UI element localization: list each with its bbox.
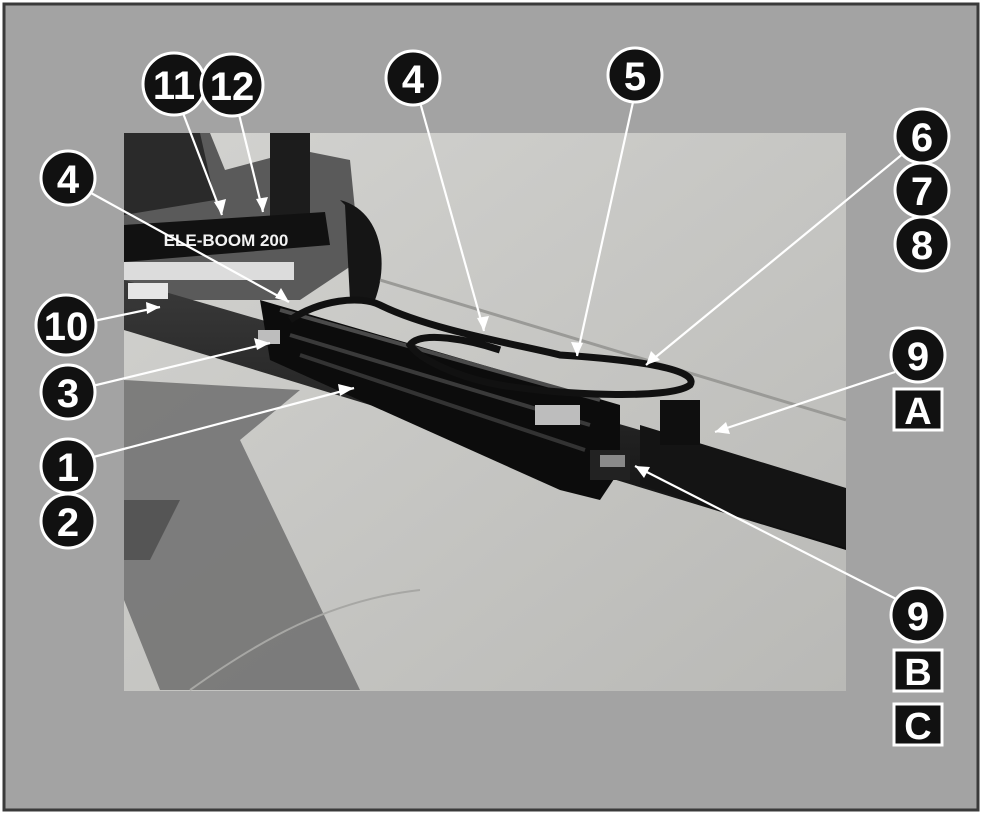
boom-model-label: ELE-BOOM 200 bbox=[164, 231, 289, 250]
callout-1: 1 bbox=[39, 437, 97, 495]
callout-2: 2 bbox=[39, 492, 97, 550]
callout-6-label: 6 bbox=[911, 116, 933, 160]
callout-6: 6 bbox=[893, 107, 951, 165]
boom-photo: ELE-BOOM 200 bbox=[124, 133, 847, 691]
callout-letter-b-label: B bbox=[904, 652, 931, 694]
callout-10: 10 bbox=[34, 293, 98, 357]
callout-1-label: 1 bbox=[57, 446, 79, 490]
callout-7: 7 bbox=[893, 161, 951, 219]
callout-12: 12 bbox=[199, 52, 265, 118]
callout-4-left: 4 bbox=[39, 149, 97, 207]
callout-11: 11 bbox=[141, 51, 207, 117]
callout-2-label: 2 bbox=[57, 501, 79, 545]
callout-4-left-label: 4 bbox=[57, 158, 80, 202]
callout-letter-c: C bbox=[892, 702, 944, 748]
callout-7-label: 7 bbox=[911, 170, 933, 214]
callout-letter-a-label: A bbox=[904, 391, 931, 433]
callout-9-a-label: 9 bbox=[907, 335, 929, 379]
callout-4-top-label: 4 bbox=[402, 58, 425, 102]
callout-letter-b: B bbox=[892, 648, 944, 694]
callout-5: 5 bbox=[606, 46, 664, 104]
callout-9-b-label: 9 bbox=[907, 595, 929, 639]
callout-4-top: 4 bbox=[384, 49, 442, 107]
callout-3-label: 3 bbox=[57, 372, 79, 416]
callout-3: 3 bbox=[39, 363, 97, 421]
arrowheads bbox=[146, 197, 730, 478]
callout-12-label: 12 bbox=[210, 65, 255, 109]
callout-8-label: 8 bbox=[911, 224, 933, 268]
callout-letter-c-label: C bbox=[904, 706, 931, 748]
callout-10-label: 10 bbox=[44, 305, 89, 349]
callout-8: 8 bbox=[893, 215, 951, 273]
callout-letter-a: A bbox=[892, 387, 944, 433]
callout-11-label: 11 bbox=[153, 64, 195, 108]
callout-9-a: 9 bbox=[889, 326, 947, 384]
callout-5-label: 5 bbox=[624, 55, 646, 99]
callout-9-b: 9 bbox=[889, 586, 947, 644]
